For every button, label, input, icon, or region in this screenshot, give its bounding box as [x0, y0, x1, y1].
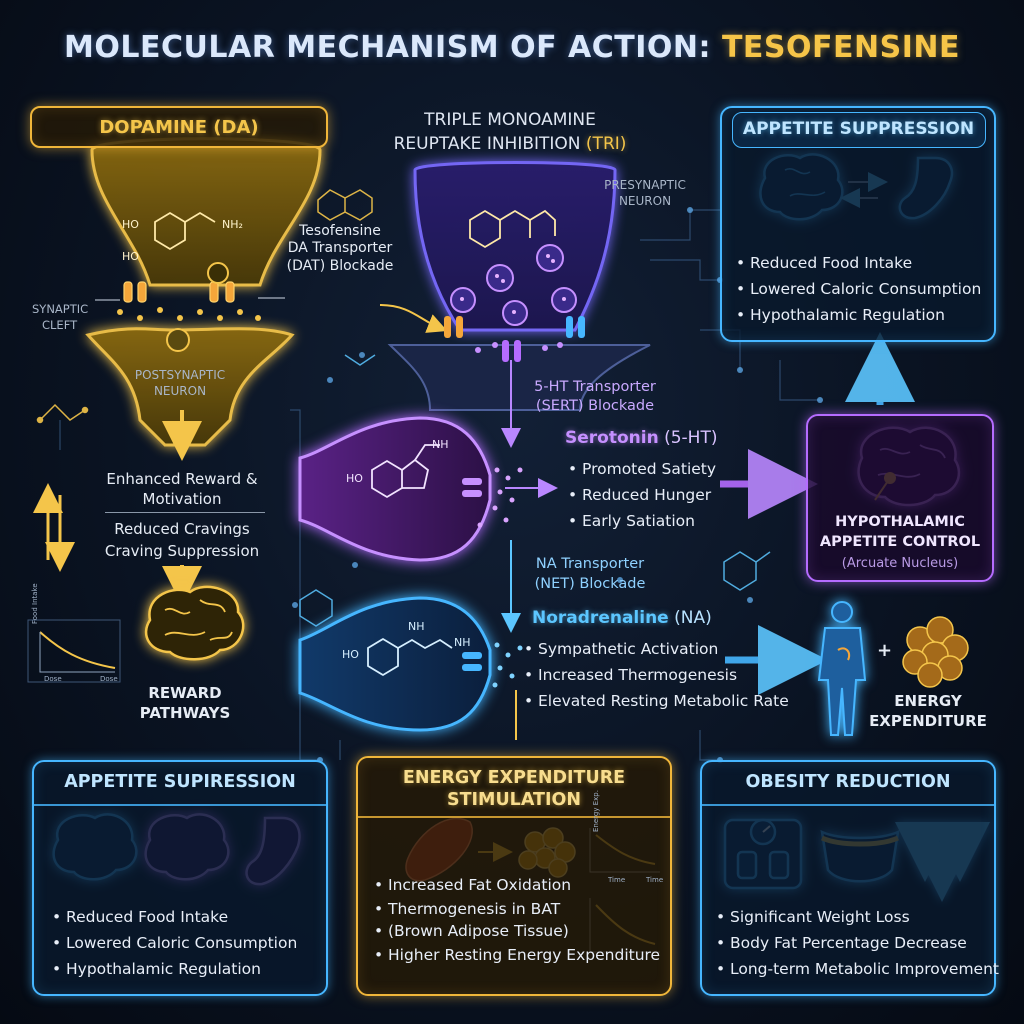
appetite-item: Reduced Food Intake — [734, 250, 981, 276]
energy-chart-xlabel-2: Time — [646, 876, 664, 884]
serotonin-effect: Early Satiation — [566, 508, 716, 534]
na-nh-label: NH — [408, 620, 425, 633]
mini-chart-xlabel-1: Dose — [44, 675, 62, 683]
hypothalamic-subtitle: (Arcuate Nucleus) — [841, 556, 959, 571]
na-ho-label: HO — [342, 648, 359, 661]
da-ho-label-2: HO — [122, 250, 139, 263]
postsynaptic-neuron-label-1: POSTSYNAPTIC — [134, 368, 226, 382]
mini-chart-ylabel: Food Intake — [31, 583, 39, 624]
serotonin-effect: Reduced Hunger — [566, 482, 716, 508]
ser-nh-label: NH — [432, 438, 449, 451]
page-title: MOLECULAR MECHANISM OF ACTION: TESOFENSI… — [64, 30, 960, 65]
dat-blockade-label-1: Tesofensine — [299, 223, 381, 239]
dat-blockade-label-3: (DAT) Blockade — [286, 258, 394, 274]
appetite-bottom-item: Reduced Food Intake — [50, 904, 297, 930]
noradrenaline-effects-list: Sympathetic Activation Increased Thermog… — [522, 636, 789, 714]
synaptic-cleft-label-1: SYNAPTIC — [32, 302, 89, 316]
appetite-bottom-item: Lowered Caloric Consumption — [50, 930, 297, 956]
tri-title-1: TRIPLE MONOAMINE — [424, 110, 596, 130]
serotonin-effect: Promoted Satiety — [566, 456, 716, 482]
presynaptic-neuron-label-1: PRESYNAPTIC — [604, 178, 686, 192]
dat-blockade-label-2: DA Transporter — [287, 240, 393, 256]
dopamine-effect-3: Reduced Cravings — [114, 520, 250, 538]
presynaptic-neuron-label-2: NEURON — [618, 194, 672, 208]
appetite-suppression-title-tab: APPETITE SUPPRESSION — [732, 112, 986, 148]
energy-stimulation-list: Increased Fat Oxidation Thermogenesis in… — [372, 872, 660, 968]
hypothalamic-title-1: HYPOTHALAMIC — [835, 514, 965, 530]
dopamine-effect-4: Craving Suppression — [104, 542, 260, 560]
appetite-suppression-bottom-panel: APPETITE SUPIRESSION Reduced Food Intake… — [32, 760, 328, 996]
hypothalamic-appetite-panel: HYPOTHALAMIC APPETITE CONTROL (Arcuate N… — [806, 414, 994, 582]
obesity-reduction-panel: OBESITY REDUCTION Significant Weight Los… — [700, 760, 999, 996]
da-ho-label-1: HO — [122, 218, 139, 231]
appetite-bottom-divider — [34, 804, 326, 806]
na-nh2-label: NH — [454, 636, 471, 649]
obesity-item: Body Fat Percentage Decrease — [714, 930, 999, 956]
energy-stimulation-item: Increased Fat Oxidation — [372, 872, 660, 898]
obesity-item: Significant Weight Loss — [714, 904, 999, 930]
appetite-suppression-list: Reduced Food Intake Lowered Caloric Cons… — [734, 250, 981, 328]
energy-stimulation-item-cont: (Brown Adipose Tissue) — [372, 920, 660, 942]
energy-stimulation-item: Higher Resting Energy Expenditure — [372, 942, 660, 968]
dopamine-effect-1: Enhanced Reward & — [106, 470, 258, 488]
reward-pathways-label-1: REWARD — [148, 684, 222, 702]
tri-title-2: REUPTAKE INHIBITION (TRI) — [393, 134, 627, 154]
noradrenaline-effect: Elevated Resting Metabolic Rate — [522, 688, 789, 714]
energy-stimulation-item: Thermogenesis in BAT — [372, 898, 660, 920]
energy-expenditure-label-1: ENERGY — [894, 692, 962, 710]
energy-stimulation-title-1: ENERGY EXPENDITURE — [402, 768, 626, 788]
obesity-title: OBESITY REDUCTION — [745, 772, 951, 792]
appetite-bottom-item: Hypothalamic Regulation — [50, 956, 297, 982]
serotonin-heading: Serotonin (5-HT) — [565, 428, 718, 448]
mini-chart-xlabel-2: Dose — [100, 675, 118, 683]
dopamine-label: DOPAMINE (DA) — [99, 117, 259, 138]
appetite-suppression-panel: APPETITE SUPPRESSION Reduced Food Intake… — [720, 106, 996, 342]
noradrenaline-effect: Sympathetic Activation — [522, 636, 789, 662]
sert-blockade-label-1: 5-HT Transporter — [534, 379, 656, 395]
energy-stimulation-divider — [358, 816, 670, 818]
noradrenaline-effect: Increased Thermogenesis — [522, 662, 789, 688]
obesity-item: Long-term Metabolic Improvement — [714, 956, 999, 982]
energy-expenditure-label-2: EXPENDITURE — [869, 712, 987, 730]
net-blockade-label-1: NA Transporter — [535, 556, 645, 572]
energy-stimulation-panel: ENERGY EXPENDITURE STIMULATION Increased… — [356, 756, 672, 996]
dopamine-effect-2: Motivation — [142, 490, 222, 508]
synaptic-cleft-label-2: CLEFT — [42, 318, 78, 332]
appetite-bottom-title: APPETITE SUPIRESSION — [64, 772, 296, 792]
sert-blockade-label-2: (SERT) Blockade — [535, 398, 655, 414]
appetite-item: Hypothalamic Regulation — [734, 302, 981, 328]
net-blockade-label-2: (NET) Blockade — [534, 576, 646, 592]
energy-chart-ylabel: Energy Exp. — [592, 790, 600, 832]
appetite-bottom-list: Reduced Food Intake Lowered Caloric Cons… — [50, 904, 297, 982]
energy-stimulation-title-2: STIMULATION — [447, 790, 581, 810]
plus-sign: + — [877, 640, 893, 661]
serotonin-effects-list: Promoted Satiety Reduced Hunger Early Sa… — [566, 456, 716, 534]
appetite-item: Lowered Caloric Consumption — [734, 276, 981, 302]
dopamine-effects-divider — [105, 512, 265, 513]
hypothalamic-title-2: APPETITE CONTROL — [819, 534, 981, 550]
da-nh2-label: NH₂ — [222, 218, 243, 231]
appetite-suppression-title: APPETITE SUPPRESSION — [742, 119, 975, 139]
energy-chart-xlabel-1: Time — [608, 876, 626, 884]
obesity-list: Significant Weight Loss Body Fat Percent… — [714, 904, 999, 982]
postsynaptic-neuron-label-2: NEURON — [153, 384, 207, 398]
obesity-divider — [702, 804, 994, 806]
dopamine-label-tab: DOPAMINE (DA) — [30, 106, 328, 148]
reward-pathways-label-2: PATHWAYS — [139, 704, 231, 722]
noradrenaline-heading: Noradrenaline (NA) — [532, 608, 712, 628]
ser-ho-label: HO — [346, 472, 363, 485]
